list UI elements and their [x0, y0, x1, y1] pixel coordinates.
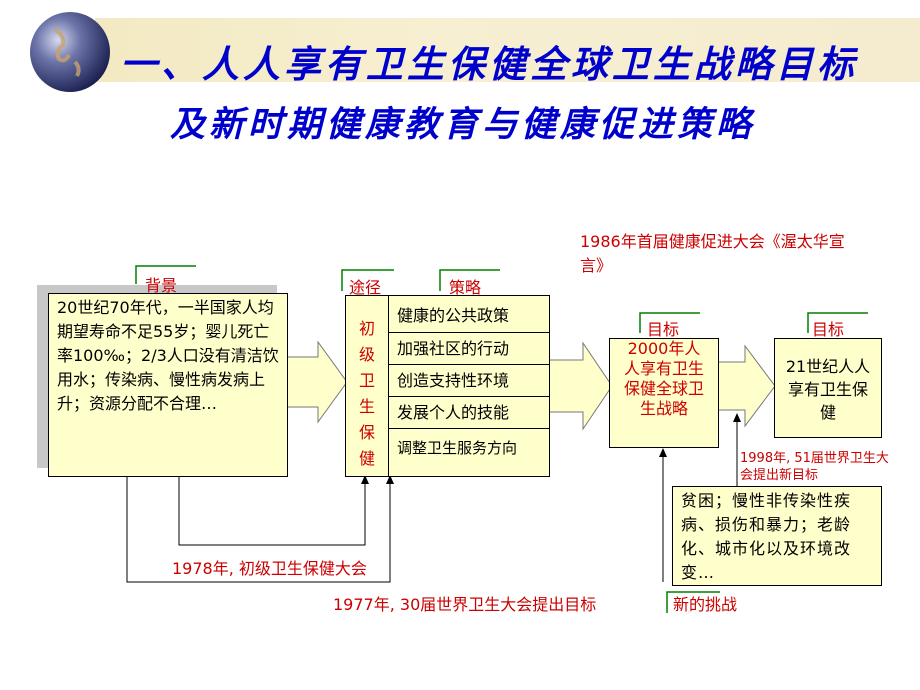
title-line-1: 一、人人享有卫生保健全球卫生战略目标: [120, 42, 858, 86]
strategy-box: 健康的公共政策 加强社区的行动 创造支持性环境 发展个人的技能 调整卫生服务方向: [388, 295, 550, 477]
goal-2000-text: 2000年人人享有卫生保健全球卫生战略: [623, 339, 704, 418]
strategy-item: 调整卫生服务方向: [397, 439, 518, 457]
annotation-1998: 1998年, 51届世界卫生大会提出新目标: [740, 451, 889, 483]
label-goal-1: 目标: [647, 320, 680, 339]
strategy-item: 健康的公共政策: [389, 296, 549, 333]
arrow-goal-to-21: [717, 344, 776, 428]
label-goal-2: 目标: [812, 320, 845, 339]
strategy-item: 发展个人的技能: [389, 397, 549, 429]
line-1977: [126, 474, 391, 583]
challenges-box: 贫困；慢性非传染性疾病、损伤和暴力；老龄化、城市化以及环境改变…: [672, 486, 882, 586]
goal-2000-box: 2000年人人享有卫生保健全球卫生战略: [609, 338, 719, 448]
background-text: 20世纪70年代，一半国家人均期望寿命不足55岁；婴儿死亡率100‰；2/3人口…: [57, 298, 279, 413]
arrow-bg-to-route: [286, 340, 348, 424]
marker-strategy: [439, 269, 500, 291]
annotation-1978: 1978年, 初级卫生保健大会: [172, 559, 367, 578]
label-background: 背景: [145, 276, 178, 295]
globe-icon: [30, 12, 110, 92]
goal-21-text: 21世纪人人享有卫生保健: [785, 357, 871, 422]
challenges-text: 贫困；慢性非传染性疾病、损伤和暴力；老龄化、城市化以及环境改变…: [681, 491, 852, 582]
goal-21-box: 21世纪人人享有卫生保健: [774, 338, 882, 438]
marker-route: [341, 269, 394, 291]
route-box: 初级卫生保健: [345, 295, 389, 477]
label-route: 途径: [349, 278, 382, 297]
marker-goal1: [639, 312, 700, 333]
arrow-strategy-to-goal: [548, 341, 613, 431]
marker-challenge: [666, 591, 720, 613]
title-line-2: 及新时期健康教育与健康促进策略: [170, 104, 756, 145]
title-band: [95, 18, 920, 82]
background-box: 20世纪70年代，一半国家人均期望寿命不足55岁；婴儿死亡率100‰；2/3人口…: [48, 293, 288, 477]
strategy-item: 创造支持性环境: [389, 365, 549, 397]
annotation-1977: 1977年, 30届世界卫生大会提出目标: [333, 595, 597, 614]
strategy-item: 加强社区的行动: [389, 333, 549, 365]
label-new-challenge: 新的挑战: [673, 595, 738, 614]
annotation-ottawa: 1986年首届健康促进大会《渥太华宣言》: [580, 232, 845, 275]
label-strategy: 策略: [449, 278, 482, 297]
marker-goal2: [807, 312, 868, 333]
marker-background: [135, 265, 196, 284]
line-1978: [178, 474, 366, 546]
route-text: 初级卫生保健: [359, 319, 376, 468]
